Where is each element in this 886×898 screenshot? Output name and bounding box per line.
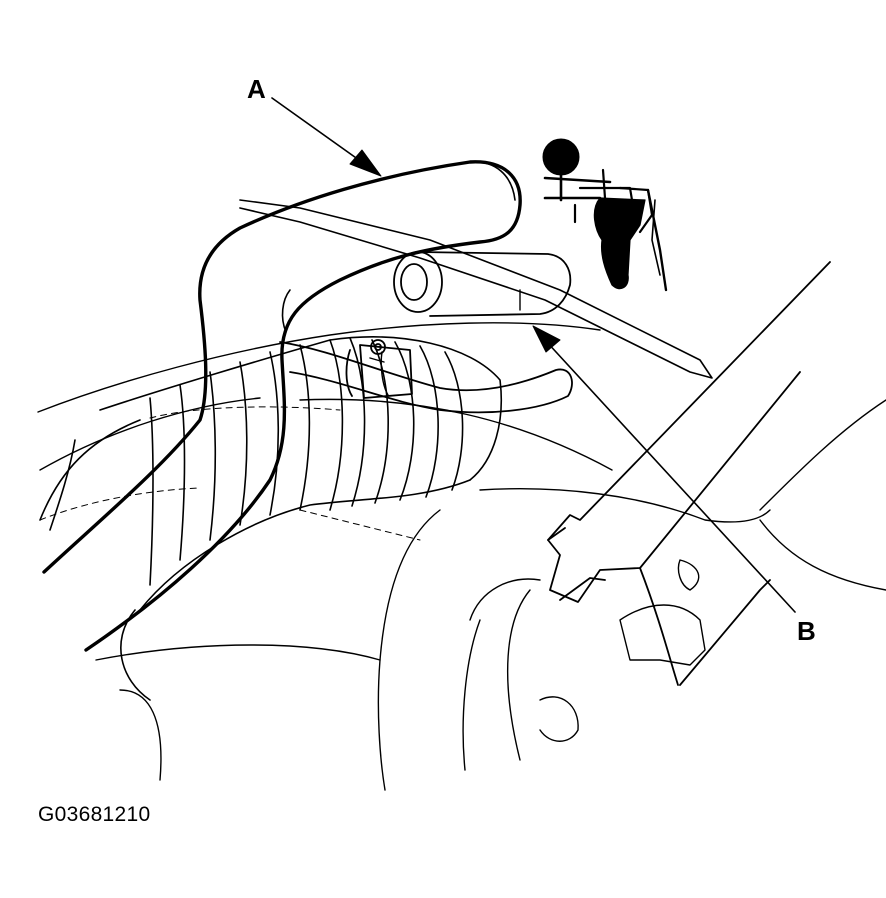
leader-a <box>271 97 382 177</box>
hose-a <box>42 160 522 652</box>
corrugated-duct <box>39 336 503 701</box>
valve-assembly <box>542 138 668 292</box>
small-hose-with-clamp <box>279 339 573 414</box>
callout-label-a: A <box>247 74 266 104</box>
hose-b <box>393 251 572 317</box>
figure-id: G03681210 <box>38 803 151 826</box>
bracket <box>547 261 831 686</box>
background-contours <box>37 322 886 791</box>
leader-b <box>532 325 796 613</box>
upper-rod <box>239 199 713 379</box>
callout-label-b: B <box>797 616 816 646</box>
